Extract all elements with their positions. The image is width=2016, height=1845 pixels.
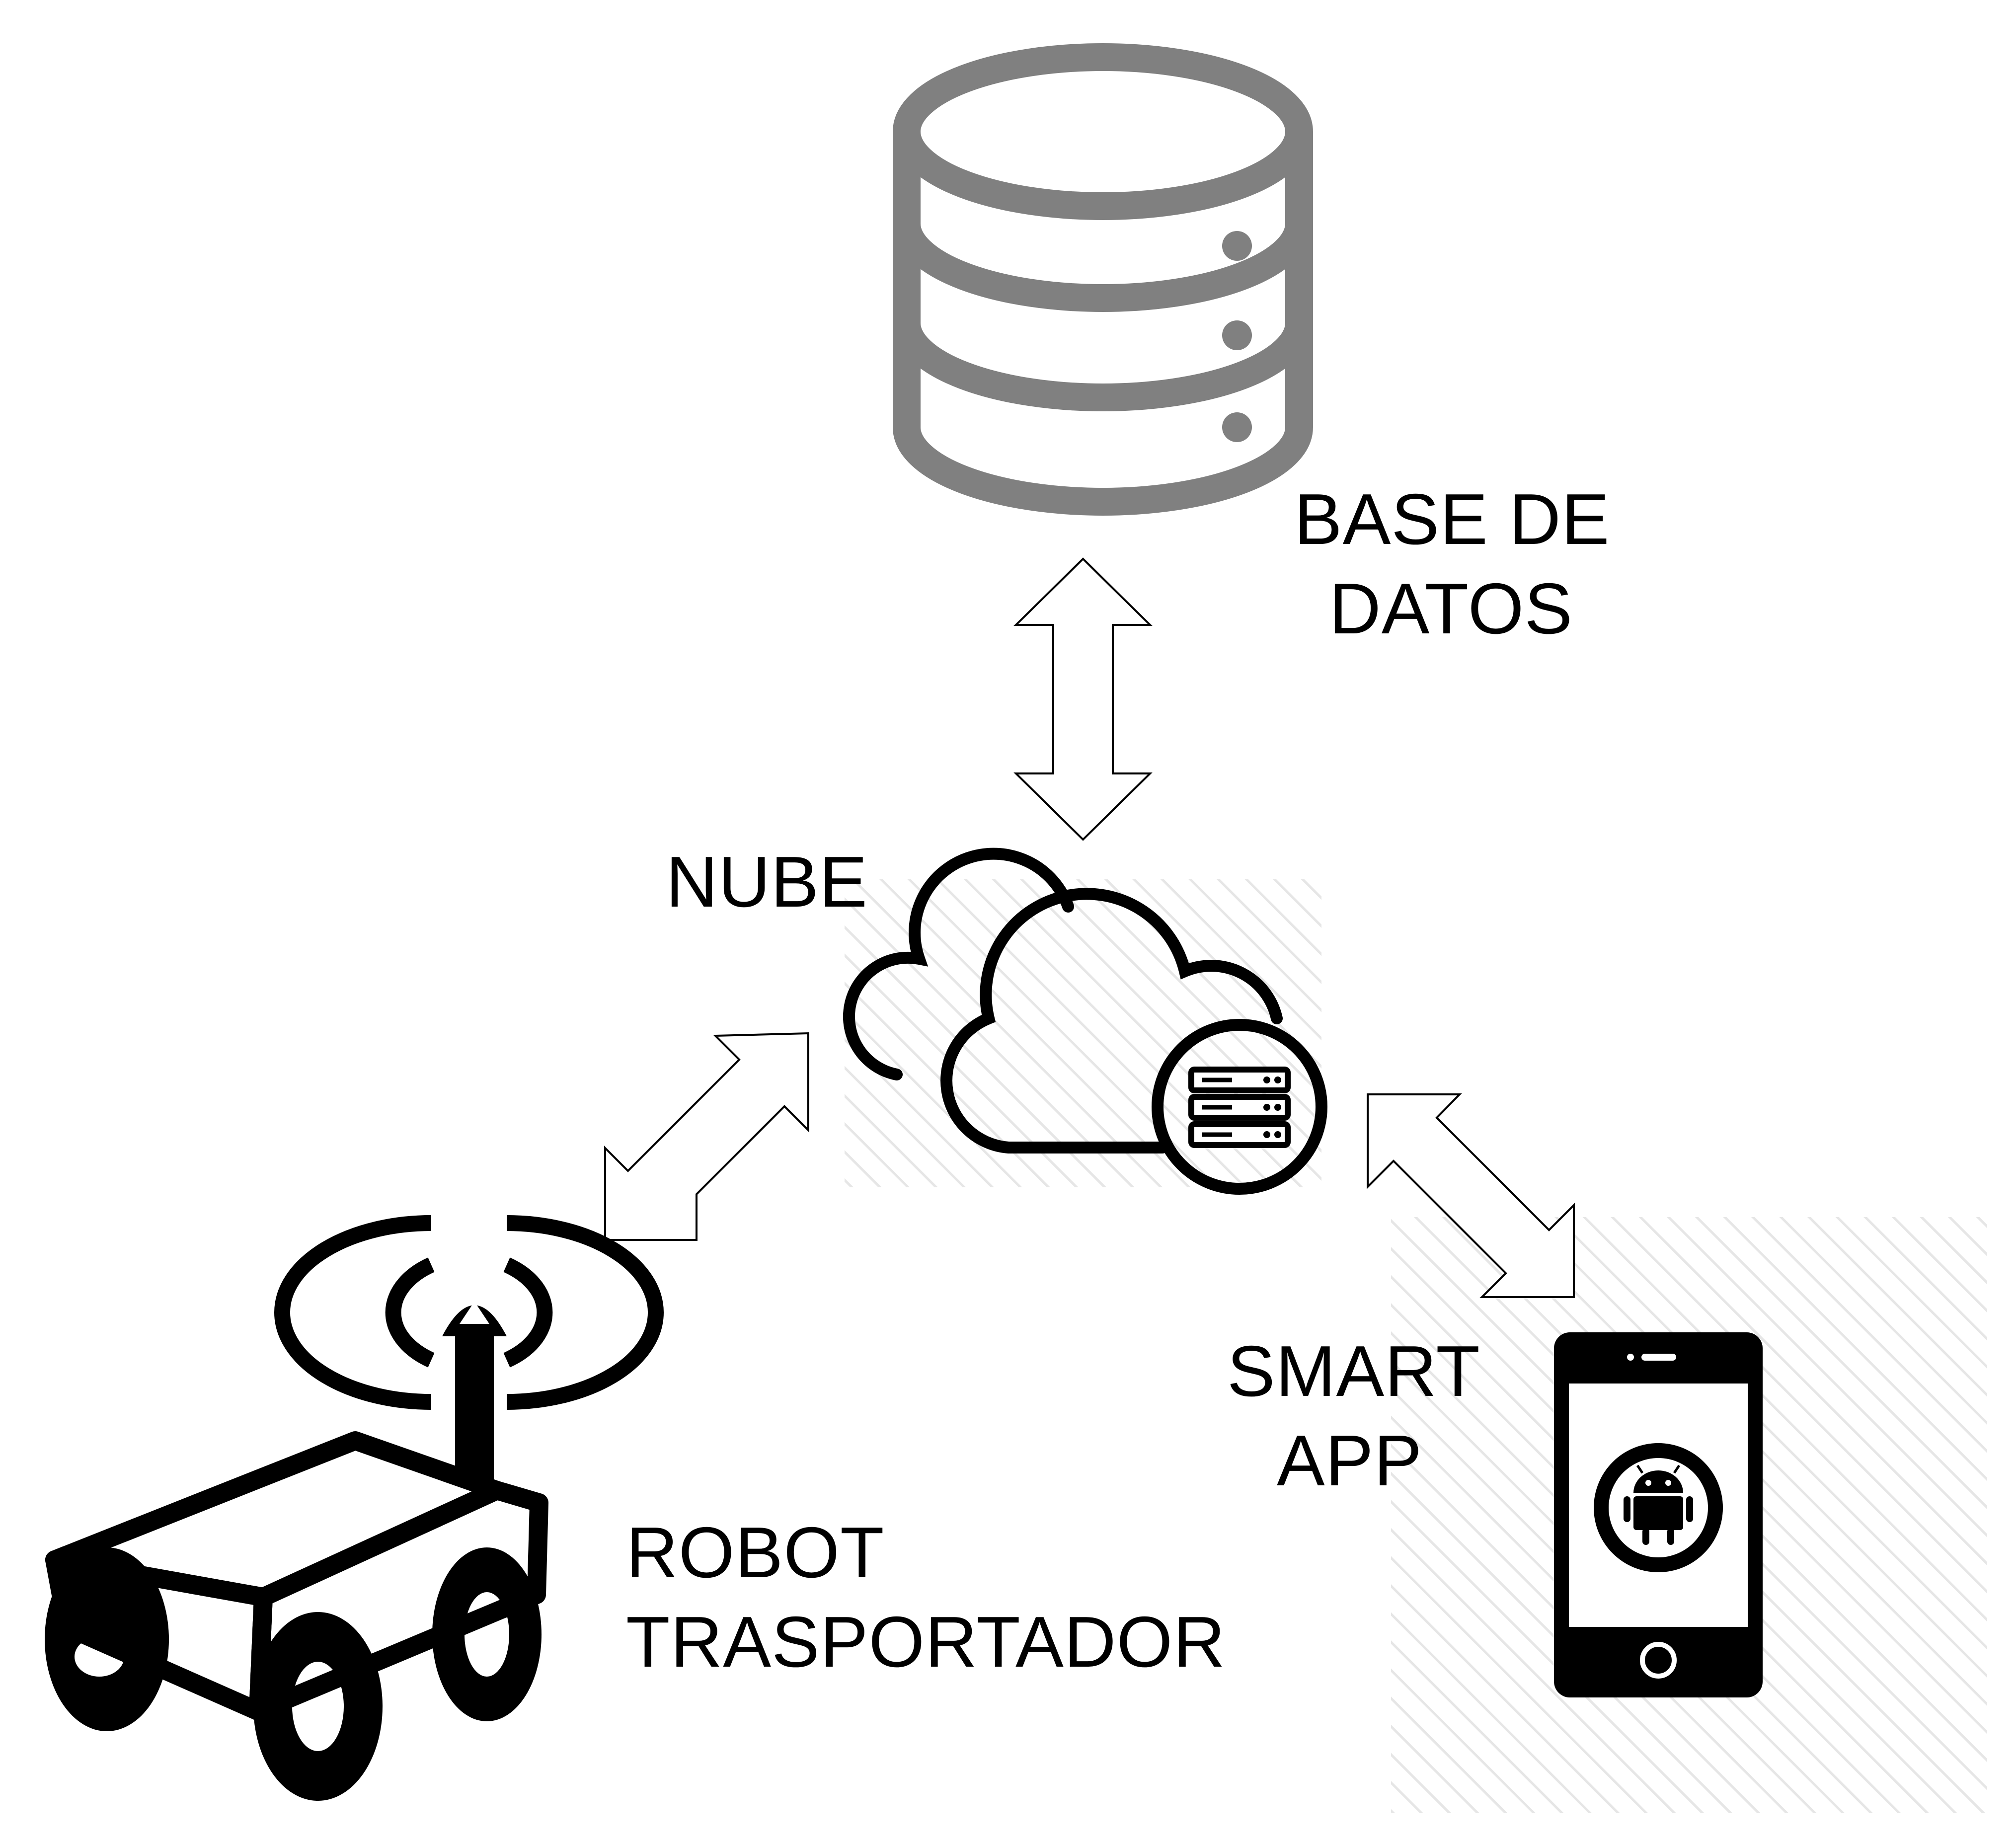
database-indicator-dots [1222,231,1252,442]
android-smartphone-icon [1554,1332,1763,1697]
cloud-label: NUBE [666,837,868,926]
app-label-line-1: SMART [1227,1331,1480,1411]
database-label-line-1: BASE DE [1294,479,1610,559]
android-robot-icon [1624,1464,1693,1545]
app-label-line-2: APP [1277,1420,1423,1501]
robot-label: ROBOT TRASPORTADOR [626,1508,1226,1687]
robot-cart-antenna-icon [45,1215,664,1801]
arrow-cloud-robot [604,1032,809,1241]
arrow-database-cloud [1013,557,1153,841]
database-label: BASE DE DATOS [1294,474,1610,653]
cloud-server-icon [843,847,1327,1195]
database-icon [893,43,1313,516]
database-label-line-2: DATOS [1329,568,1573,649]
robot-label-line-1: ROBOT [626,1512,885,1593]
app-label: SMART APP [1227,1326,1480,1505]
arrow-cloud-phone [1367,1093,1575,1298]
cloud-label-text: NUBE [666,842,868,922]
robot-label-line-2: TRASPORTADOR [626,1602,1226,1682]
server-rack-icon [1188,1067,1291,1148]
